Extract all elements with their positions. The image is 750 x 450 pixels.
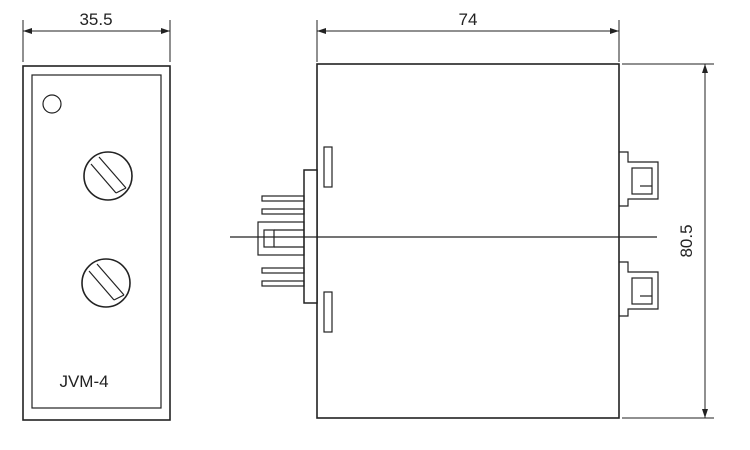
pin: [261, 208, 305, 215]
terminal-clip-top: [619, 151, 659, 207]
front-width-dimension: 35.5: [22, 10, 171, 62]
pin: [261, 195, 305, 202]
side-width-label: 74: [459, 10, 478, 29]
adjustment-knob-2-icon: [81, 258, 131, 308]
terminal-clip-bottom: [619, 261, 659, 317]
pin: [261, 267, 305, 274]
relay-body: [316, 63, 620, 419]
connector-pins: [257, 195, 305, 287]
front-width-label: 35.5: [79, 10, 112, 29]
front-view: 35.5 JVM-4: [22, 10, 171, 421]
mounting-slot-top: [323, 146, 333, 188]
height-dimension: 80.5: [622, 63, 714, 419]
side-view: 74: [230, 10, 714, 419]
height-label: 80.5: [677, 224, 696, 257]
pin-key: [257, 221, 305, 256]
led-indicator-icon: [42, 94, 62, 114]
pin: [261, 280, 305, 287]
side-width-dimension: 74: [316, 10, 620, 62]
model-label: JVM-4: [59, 372, 108, 391]
front-panel-inner: [31, 74, 162, 409]
mounting-slot-bottom: [323, 291, 333, 333]
pin-key-inner: [263, 229, 275, 248]
front-panel-outer: [22, 65, 171, 421]
adjustment-knob-1-icon: [83, 151, 133, 201]
